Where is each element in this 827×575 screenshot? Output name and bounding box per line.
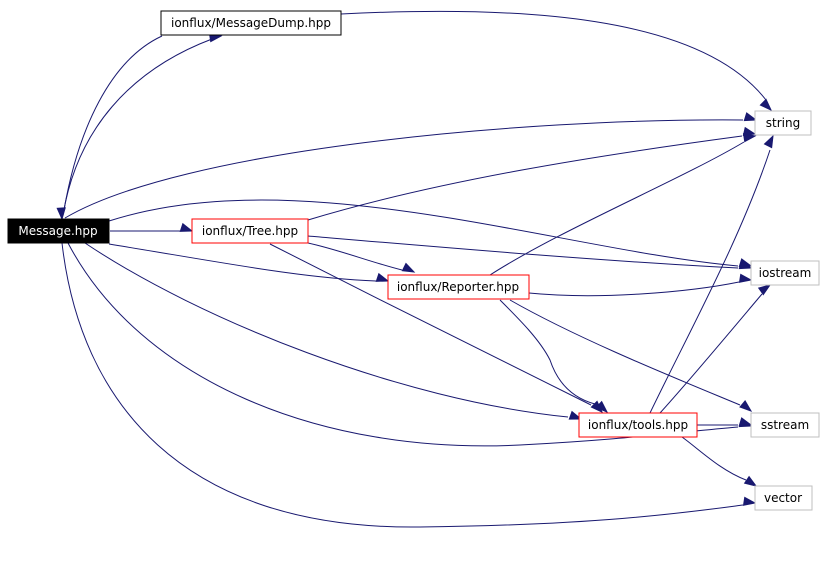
node-tools-hpp[interactable]: ionflux/tools.hpp (578, 412, 698, 438)
node-tree-hpp-box (191, 218, 309, 244)
node-messagedump-hpp-box (160, 10, 342, 36)
edge-line (489, 141, 745, 276)
edge-line (108, 243, 377, 282)
node-message-hpp-label: Message.hpp (18, 224, 97, 238)
edge-arrowhead (56, 207, 66, 221)
node-iostream-box (750, 260, 820, 286)
edge-line (528, 281, 740, 297)
edge-arrowhead (179, 222, 194, 232)
node-tools-hpp-box (578, 412, 698, 438)
edge-arrowhead (742, 496, 757, 506)
edge-line (62, 38, 213, 216)
edge-reporter-to-string (489, 133, 757, 276)
node-reporter-hpp[interactable]: ionflux/Reporter.hpp (387, 274, 530, 300)
edge-tree-to-tools (269, 243, 604, 414)
edge-line (84, 242, 569, 418)
edge-arrowhead (738, 260, 753, 270)
edge-arrowhead (595, 400, 609, 413)
edge-arrowhead (763, 134, 774, 149)
edges-layer (56, 10, 774, 528)
edge-tools-to-string (649, 134, 774, 414)
edge-arrowhead (738, 273, 753, 283)
edge-message-to-tree (110, 222, 194, 232)
edge-message-to-tools (84, 242, 583, 420)
edge-line (307, 242, 403, 271)
nodes-layer: Message.hpp ionflux/MessageDump.hpp ionf… (7, 10, 820, 511)
edge-message-to-messagedump (62, 33, 223, 216)
edge-tools-to-vector (681, 436, 758, 487)
node-vector-label: vector (764, 491, 802, 505)
node-sstream-box (750, 412, 820, 438)
edge-arrowhead (568, 410, 583, 420)
edge-reporter-to-tools (499, 299, 609, 413)
edge-line (307, 135, 743, 221)
edge-line (659, 293, 763, 414)
node-sstream[interactable]: sstream (750, 412, 820, 438)
node-messagedump-hpp[interactable]: ionflux/MessageDump.hpp (160, 10, 342, 36)
node-string-box (754, 110, 812, 136)
edge-arrowhead (739, 400, 753, 412)
node-tree-hpp-label: ionflux/Tree.hpp (202, 224, 298, 238)
node-messagedump-hpp-label: ionflux/MessageDump.hpp (171, 16, 331, 30)
node-sstream-label: sstream (761, 418, 809, 432)
edge-arrowhead (759, 98, 773, 112)
edge-tools-to-iostream (659, 284, 772, 414)
node-vector-box (754, 485, 813, 511)
node-tree-hpp[interactable]: ionflux/Tree.hpp (191, 218, 309, 244)
node-string-label: string (766, 116, 800, 130)
edge-message-to-vector (61, 242, 757, 528)
node-message-hpp[interactable]: Message.hpp (7, 218, 110, 244)
node-tools-hpp-label: ionflux/tools.hpp (588, 418, 688, 432)
edge-line (64, 119, 744, 219)
edge-arrowhead (743, 112, 758, 122)
edge-arrowhead (742, 133, 757, 143)
edge-arrowhead (757, 284, 772, 296)
node-vector[interactable]: vector (754, 485, 813, 511)
edge-arrowhead (401, 262, 416, 273)
edge-line (63, 35, 163, 211)
edge-reporter-to-sstream (509, 299, 753, 412)
edge-tree-to-iostream (307, 235, 753, 270)
edge-line (269, 243, 592, 406)
node-message-hpp-box (7, 218, 110, 244)
edge-tree-to-reporter (307, 242, 416, 273)
edge-arrowhead (375, 272, 390, 282)
edge-reporter-to-iostream (528, 273, 753, 297)
edge-line (307, 235, 739, 269)
edge-line (61, 242, 744, 528)
edge-line (340, 10, 767, 101)
edge-line (509, 299, 741, 406)
node-iostream[interactable]: iostream (750, 260, 820, 286)
node-string[interactable]: string (754, 110, 812, 136)
node-reporter-hpp-label: ionflux/Reporter.hpp (397, 280, 519, 294)
edge-messagedump-to-message (56, 35, 163, 221)
edge-messagedump-to-string (340, 10, 773, 112)
node-iostream-label: iostream (759, 266, 812, 280)
edge-tools-to-sstream (697, 417, 753, 427)
edge-arrowhead (743, 475, 758, 487)
edge-line (499, 299, 596, 405)
edge-line (649, 149, 771, 414)
edge-arrowhead (738, 417, 753, 427)
edge-message-to-string (64, 112, 758, 219)
edge-message-to-reporter (108, 243, 390, 282)
edge-line (108, 199, 739, 267)
edge-line (681, 436, 747, 481)
node-reporter-hpp-box (387, 274, 530, 300)
